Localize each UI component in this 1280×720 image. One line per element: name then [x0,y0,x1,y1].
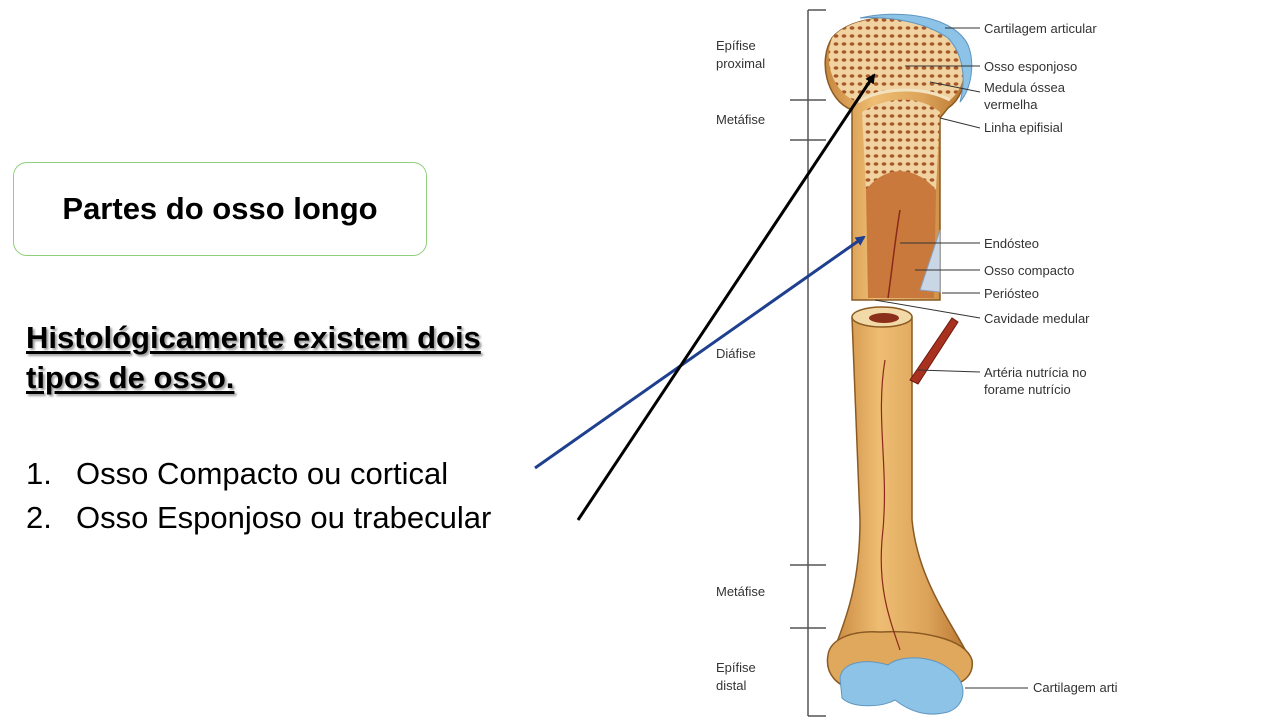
list-item-text: Osso Compacto ou cortical [76,456,449,491]
label-cartilagem-articular: Cartilagem articular [984,21,1097,36]
heading-line-2: tipos de osso. [26,360,235,395]
label-endosteo: Endósteo [984,236,1039,251]
label-epifise-distal: Epífise [716,660,756,675]
distal-bone-section [826,306,973,691]
bone-types-list: 1. Osso Compacto ou cortical 2. Osso Esp… [26,452,491,540]
label-arteria-nutricia: Artéria nutrícia no [984,365,1087,380]
label-diafise: Diáfise [716,346,756,361]
label-cartilagem-distal: Cartilagem arti [1033,680,1118,695]
arrow-compact-bone [534,235,866,470]
label-cavidade-medular: Cavidade medular [984,311,1090,326]
list-number: 2. [26,500,52,535]
heading-line-1: Histológicamente existem dois [26,320,481,355]
articular-cartilage-distal [839,657,964,715]
proximal-bone-section [824,17,967,301]
histology-heading: Histológicamente existem dois tipos de o… [26,318,586,398]
label-medula-ossea-2: vermelha [984,97,1038,112]
label-epifise-distal-2: distal [716,678,746,693]
label-medula-ossea: Medula óssea [984,80,1066,95]
list-number: 1. [26,456,52,491]
label-epifise-proximal: Epífise [716,38,756,53]
label-osso-compacto: Osso compacto [984,263,1074,278]
articular-cartilage-proximal [859,13,973,103]
leader-lines [874,27,1028,689]
label-periosteo: Periósteo [984,286,1039,301]
label-arteria-nutricia-2: forame nutrício [984,382,1071,397]
label-epifise-proximal-2: proximal [716,56,765,71]
list-item: 1. Osso Compacto ou cortical [26,452,491,496]
label-metafise-top: Metáfise [716,112,765,127]
label-metafise-bottom: Metáfise [716,584,765,599]
label-osso-esponjoso: Osso esponjoso [984,59,1077,74]
arrow-spongy-bone [576,73,876,521]
list-item: 2. Osso Esponjoso ou trabecular [26,496,491,540]
list-item-text: Osso Esponjoso ou trabecular [76,500,492,535]
region-bracket [790,9,826,717]
slide-title: Partes do osso longo [62,191,378,226]
label-linha-epifisial: Linha epifisial [984,120,1063,135]
title-box: Partes do osso longo [13,162,427,256]
periosteum-flap [919,229,941,293]
